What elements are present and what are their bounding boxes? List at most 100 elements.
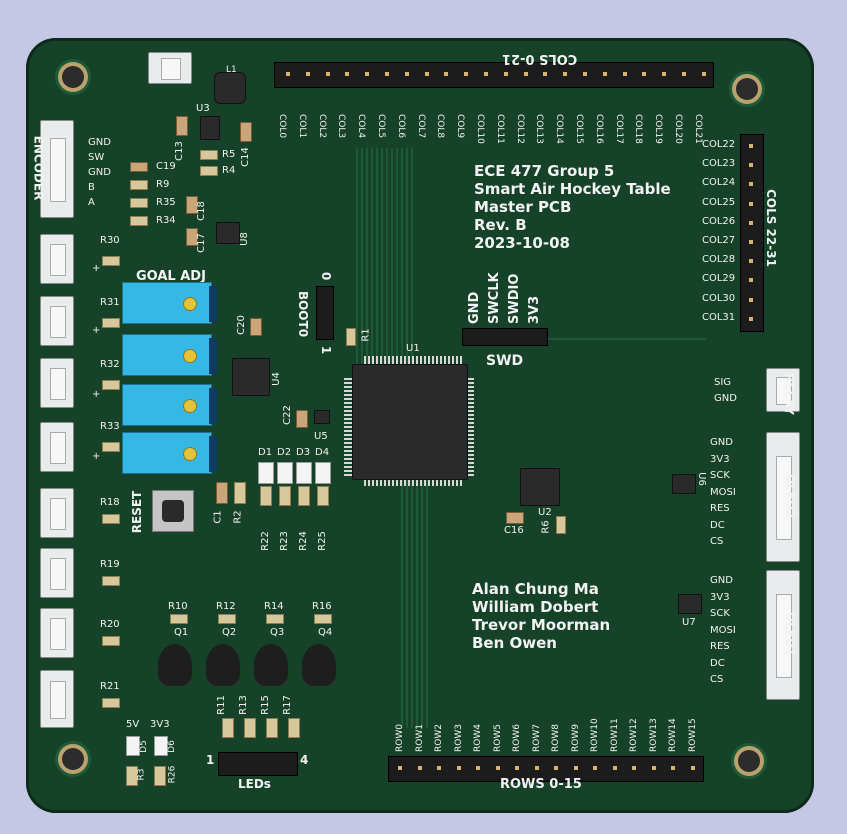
cols-top-pin-label: COL21 (692, 114, 703, 144)
cols-right-pin-label: COL24 (702, 177, 736, 189)
cols-top-pin (503, 72, 508, 76)
r16-label: R16 (312, 601, 332, 612)
c18-label: C18 (195, 201, 207, 221)
cols-right-pin-label: COL28 (702, 254, 736, 266)
d3-label: D3 (296, 447, 311, 458)
cols-right-pin (749, 297, 753, 302)
capacitor-c14 (240, 122, 252, 142)
cols-top-pin (563, 72, 568, 76)
q3-label: Q3 (270, 627, 285, 638)
r13-label: R13 (237, 695, 249, 715)
plus-label-2: + (92, 325, 101, 336)
resistor-r32 (102, 380, 120, 390)
pcb-board: COLS 0-21 COLS 22-31 ROWS 0-15 ENCODER +… (26, 38, 814, 813)
author-name: Ben Owen (472, 634, 557, 652)
rows-bottom-pin (456, 766, 461, 770)
oled2-connector (766, 432, 800, 562)
resistor-r5 (200, 150, 218, 160)
encoder-pin-label: GND (88, 167, 111, 178)
cols-top-pin (444, 72, 449, 76)
resistor-r35 (130, 198, 148, 208)
cols-top-pin-label: COL12 (514, 114, 525, 144)
r1-label: R1 (360, 328, 372, 342)
resistor-r20 (102, 636, 120, 646)
cols-right-pin-label: COL29 (702, 273, 736, 285)
rows-bottom-pin-label: ROW15 (687, 718, 698, 752)
transistor-q3 (254, 644, 288, 686)
resistor-r9 (130, 180, 148, 190)
r18-label: R18 (100, 497, 120, 508)
rows-bottom-pin-label: ROW14 (668, 718, 678, 752)
cols-top-pin (602, 72, 607, 76)
u8-label: U8 (238, 232, 250, 246)
u1-label: U1 (406, 343, 420, 354)
cols-right-pin-label: COL23 (702, 158, 736, 170)
rows-bottom-pin-label: ROW4 (473, 724, 483, 752)
rows-bottom-pin-label: ROW6 (512, 724, 522, 752)
cols-right-pin (749, 240, 753, 244)
led-resistor-pad (279, 486, 291, 506)
cols-top-pin-label: COL11 (494, 114, 505, 144)
u5-label: U5 (314, 431, 328, 442)
cols-top-pin-label: COL20 (673, 114, 683, 144)
u7-label: U7 (682, 617, 696, 628)
cols-top-pin-label: COL19 (653, 114, 664, 144)
rows-bottom-pin (632, 766, 636, 770)
resistor-r15 (266, 718, 278, 738)
resistor-r10 (170, 614, 188, 624)
cols-top-pin (286, 72, 290, 76)
cols-right-header-label: COLS 22-31 (763, 189, 778, 267)
relay-connector (766, 368, 800, 412)
leds-pin-first: 1 (206, 753, 215, 767)
cols-right-pin-label: COL25 (702, 196, 736, 208)
regulator-u3 (200, 116, 220, 140)
rows-bottom-pin (495, 766, 500, 770)
led-d6 (154, 736, 168, 756)
rows-bottom-pin (417, 766, 422, 770)
rows-bottom-pin (651, 766, 656, 770)
r31-label: R31 (100, 297, 120, 308)
d4-label: D4 (315, 447, 330, 458)
c17-label: C17 (195, 233, 207, 253)
led-resistor-pad (260, 486, 272, 506)
led-resistor-pad (317, 486, 329, 506)
rows-bottom-pin-label: ROW1 (414, 724, 425, 752)
boot0-header (316, 286, 334, 340)
rows-bottom-pin-label: ROW10 (590, 718, 600, 752)
potentiometer-3 (122, 384, 217, 426)
ic-u5 (314, 410, 330, 424)
rows-bottom-pin (593, 766, 597, 770)
d6-label: D6 (166, 740, 177, 753)
cols-top-pin (404, 72, 409, 76)
r10-label: R10 (168, 601, 188, 612)
ic-u8 (216, 222, 240, 244)
ic-u6 (672, 474, 696, 494)
rows-bottom-pin (671, 766, 675, 770)
trace-bus-3 (486, 338, 706, 340)
d1-label: D1 (258, 447, 273, 458)
title-line: Master PCB (474, 198, 572, 216)
encoder-connector (40, 120, 74, 218)
mounting-hole-bottom-right (738, 750, 760, 772)
cols-top-pin (325, 72, 330, 76)
cols-top-pin-label: COL5 (376, 114, 386, 139)
label-3v3: 3V3 (150, 719, 170, 730)
author-name: Trevor Moorman (472, 616, 611, 634)
resistor-r2 (234, 482, 246, 504)
potentiometer-4 (122, 432, 217, 474)
u1-pins-left (344, 376, 352, 476)
r19-label: R19 (100, 559, 120, 570)
d5-label: D5 (138, 740, 149, 753)
r15-label: R15 (259, 695, 271, 715)
plus-label-3: + (92, 389, 101, 400)
trace-bus (356, 148, 416, 378)
boot0-label: BOOT0 (296, 290, 311, 338)
r23-label: R23 (278, 531, 290, 551)
led-d3 (296, 462, 312, 484)
leds-header-label: LEDs (238, 777, 271, 791)
goal-sensor-connector-4 (40, 422, 74, 472)
resistor-r19 (102, 576, 120, 586)
encoder-pin-label: B (88, 182, 95, 193)
resistor-r18 (102, 514, 120, 524)
cols-right-pin (749, 259, 753, 264)
